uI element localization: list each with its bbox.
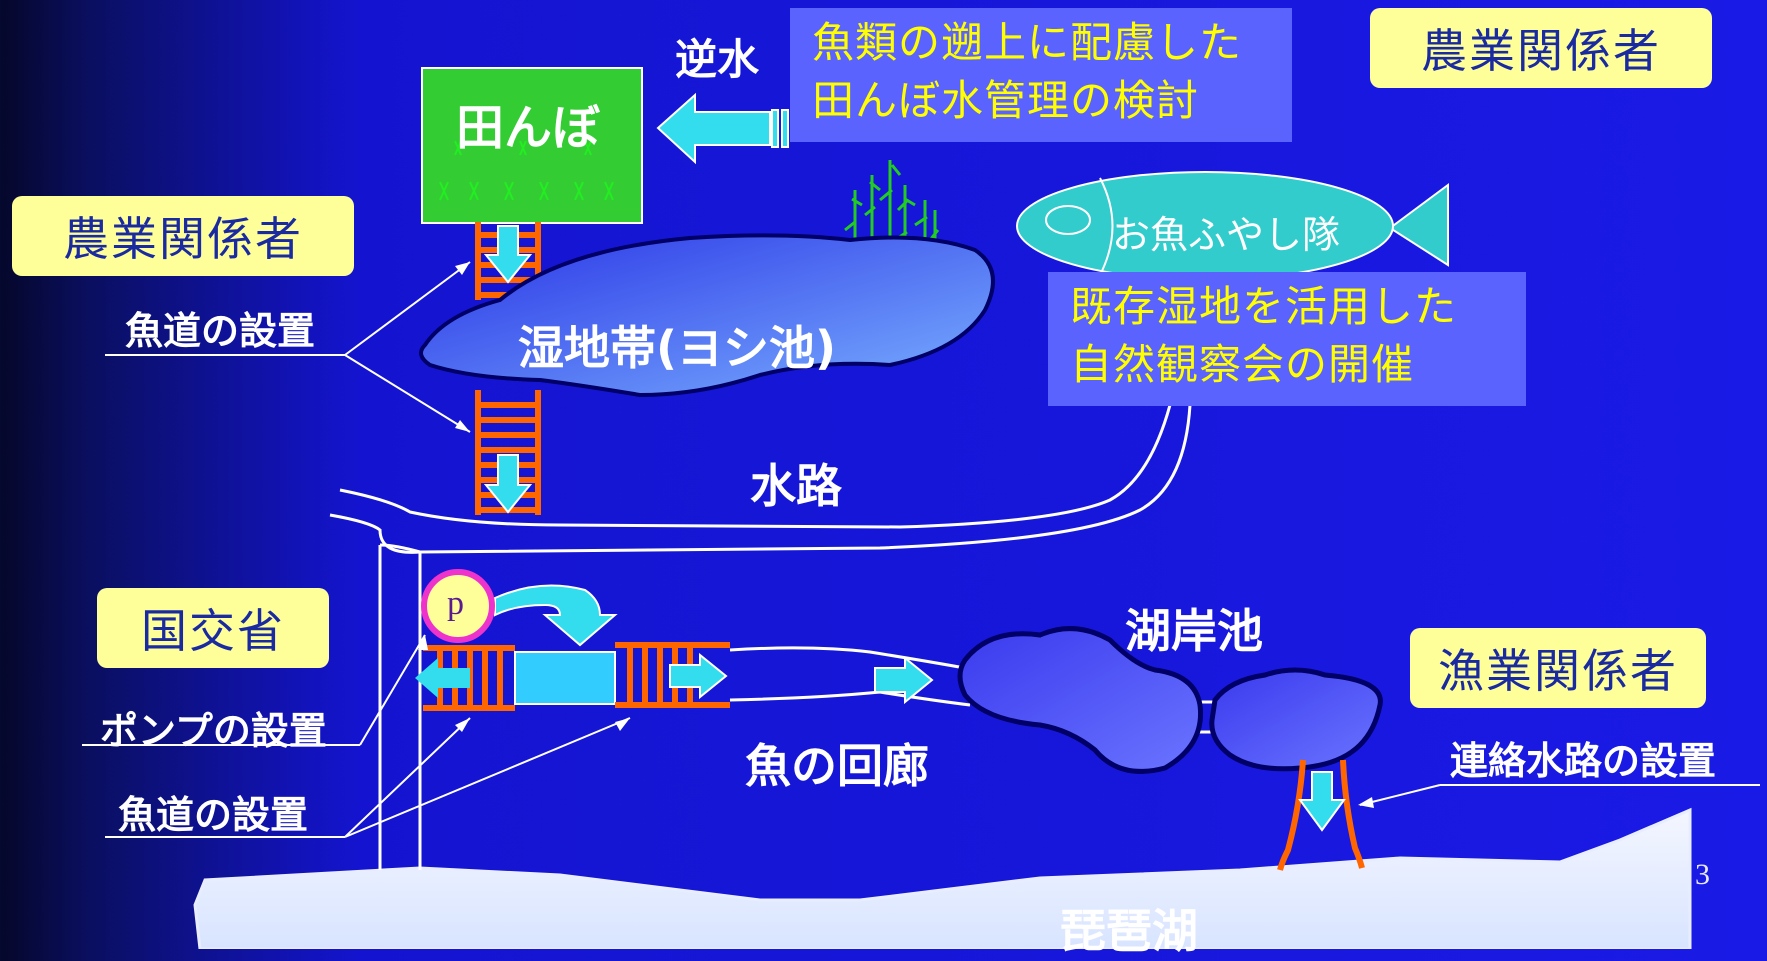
renraku-channel (1277, 759, 1365, 871)
tanbo-paddy (421, 67, 643, 224)
stakeholder-nogyo-left: 農業関係者 (12, 196, 354, 276)
right-arrow-icon-1 (669, 652, 728, 700)
note-mid: 既存湿地を活用した 自然観察会の開催 (1048, 272, 1526, 406)
shicchitai-label: 湿地帯(ヨシ池) (518, 321, 837, 375)
tanbo-label: 田んぼ (456, 100, 601, 156)
suiro-channel (329, 404, 1192, 870)
measure-renraku: 連絡水路の設置 (1450, 739, 1717, 783)
pump-icon (421, 569, 495, 643)
stakeholder-gyogyo: 漁業関係者 (1410, 628, 1706, 708)
okumafuyashi-label: お魚ふやし隊 (1112, 213, 1341, 257)
kogan-ike-label: 湖岸池 (1125, 604, 1263, 658)
kogan-ike-pond-right (1209, 667, 1383, 772)
leader-lines (82, 261, 1760, 838)
biwako-shape (193, 807, 1692, 949)
leader-arrowheads (418, 262, 1374, 808)
down-arrow-middle-icon (483, 454, 533, 514)
note-mid-line1: 既存湿地を活用した (1070, 282, 1458, 331)
note-top-line2: 田んぼ水管理の検討 (812, 76, 1200, 125)
suiro-label: 水路 (750, 459, 842, 513)
flow-arrows (415, 92, 1346, 832)
left-arrow-icon (415, 658, 470, 698)
stakeholder-nogyo-top: 農業関係者 (1370, 8, 1712, 88)
measure-gyodo-lower: 魚道の設置 (118, 793, 309, 837)
down-arrow-upper-icon (483, 225, 533, 284)
measure-pump: ポンプの設置 (100, 709, 327, 753)
corridor-box (514, 651, 616, 705)
right-arrow-icon-2 (874, 655, 934, 705)
down-arrow-renraku-icon (1298, 771, 1346, 832)
pump-curve-arrow-icon (494, 584, 618, 647)
biwako-label: 琵琶湖 (1060, 904, 1198, 958)
gyakusui-arrow-icon (656, 92, 771, 165)
pump-p-label: p (447, 585, 464, 622)
fish-icon (1016, 171, 1449, 281)
sakana-no-kairou-label: 魚の回廊 (745, 739, 929, 793)
note-mid-line2: 自然観察会の開催 (1070, 340, 1415, 389)
measure-gyodo-upper: 魚道の設置 (125, 309, 316, 353)
note-top-line1: 魚類の遡上に配慮した (812, 18, 1243, 67)
stakeholder-kokkosho: 国交省 (97, 588, 329, 668)
note-top: 魚類の遡上に配慮した 田んぼ水管理の検討 (790, 8, 1292, 142)
gyakusui-label: 逆水 (675, 35, 760, 84)
page-number: 3 (1695, 858, 1710, 891)
gyodo-ladder-middle (475, 390, 541, 515)
kogan-ike-pond-left (957, 626, 1204, 774)
shicchitai-pond (419, 233, 995, 398)
